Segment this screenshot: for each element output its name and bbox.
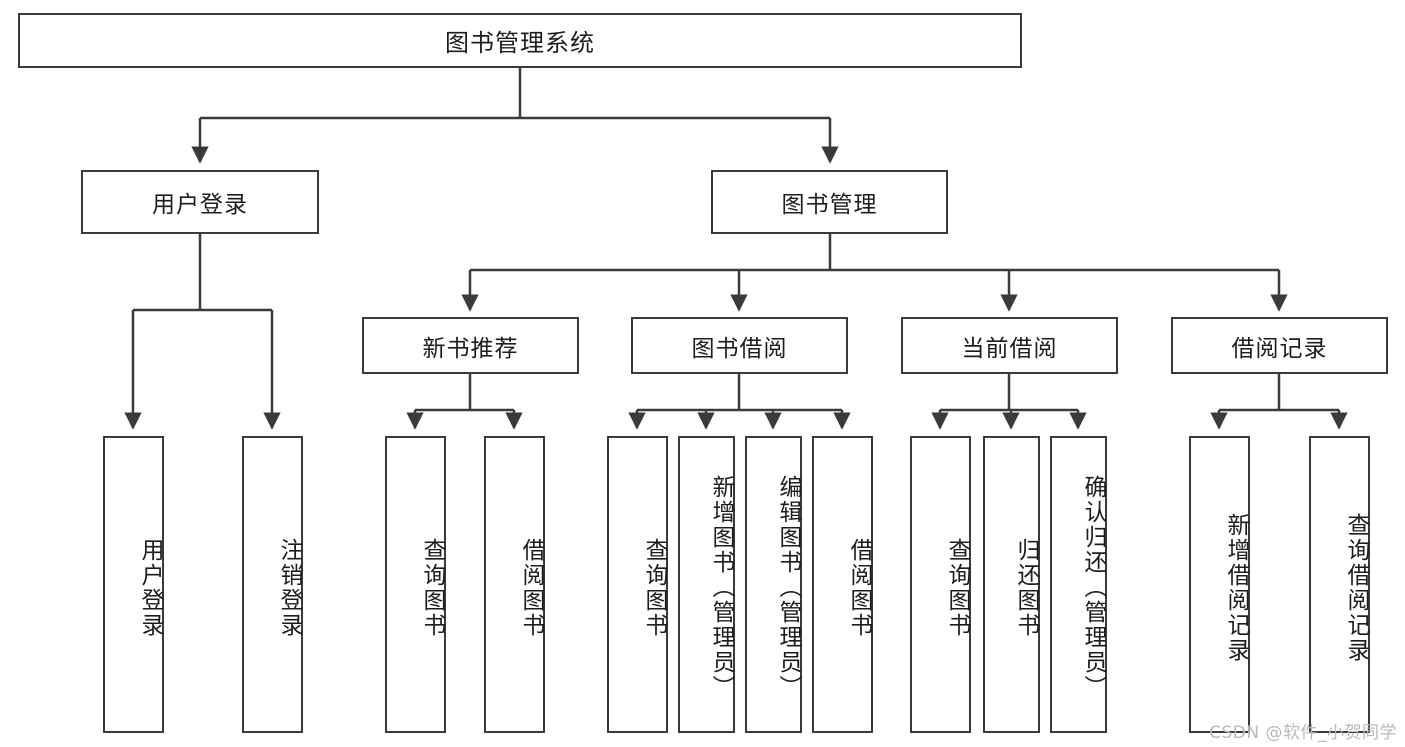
- watermark-text: CSDN @软件_小贺同学: [1209, 723, 1397, 743]
- leaf-add-borrow-record-label: 新增借阅记录: [1223, 512, 1249, 663]
- node-borrow-record-label: 借阅记录: [1231, 335, 1328, 362]
- leaf-edit-book-admin-label: 编辑图书（管理员）: [775, 475, 801, 700]
- leaf-user-login-label: 用户登录: [137, 537, 163, 638]
- leaf-add-book-admin-label: 新增图书（管理员）: [708, 475, 734, 700]
- node-current-borrow[interactable]: 当前借阅: [901, 317, 1118, 374]
- node-root[interactable]: 图书管理系统: [18, 13, 1022, 68]
- leaf-query-book-current-label: 查询图书: [944, 537, 970, 638]
- leaf-query-book-current[interactable]: 查询图书: [910, 436, 971, 733]
- leaf-query-borrow-record-label: 查询借阅记录: [1343, 512, 1369, 663]
- node-book-borrow[interactable]: 图书借阅: [631, 317, 848, 374]
- node-borrow-record[interactable]: 借阅记录: [1171, 317, 1388, 374]
- leaf-borrow-book-rec-label: 借阅图书: [518, 537, 544, 638]
- leaf-borrow-book-label: 借阅图书: [846, 537, 872, 638]
- leaf-return-book[interactable]: 归还图书: [983, 436, 1040, 733]
- leaf-confirm-return-admin-label: 确认归还（管理员）: [1080, 475, 1106, 700]
- leaf-query-book-borrow-label: 查询图书: [641, 537, 667, 638]
- leaf-user-login[interactable]: 用户登录: [103, 436, 164, 733]
- leaf-edit-book-admin[interactable]: 编辑图书（管理员）: [745, 436, 802, 733]
- leaf-borrow-book-rec[interactable]: 借阅图书: [484, 436, 545, 733]
- leaf-add-borrow-record[interactable]: 新增借阅记录: [1189, 436, 1250, 733]
- leaf-query-book-rec-label: 查询图书: [419, 537, 445, 638]
- leaf-return-book-label: 归还图书: [1013, 537, 1039, 638]
- leaf-add-book-admin[interactable]: 新增图书（管理员）: [678, 436, 735, 733]
- node-user-login[interactable]: 用户登录: [81, 170, 319, 234]
- node-user-login-label: 用户登录: [152, 192, 248, 218]
- node-root-label: 图书管理系统: [445, 29, 595, 57]
- node-new-book-recommend[interactable]: 新书推荐: [362, 317, 579, 374]
- leaf-logout-label: 注销登录: [276, 537, 302, 638]
- node-book-borrow-label: 图书借阅: [691, 335, 788, 362]
- leaf-query-borrow-record[interactable]: 查询借阅记录: [1309, 436, 1370, 733]
- leaf-confirm-return-admin[interactable]: 确认归还（管理员）: [1050, 436, 1107, 733]
- leaf-borrow-book[interactable]: 借阅图书: [812, 436, 873, 733]
- node-new-book-recommend-label: 新书推荐: [422, 335, 519, 362]
- node-book-management[interactable]: 图书管理: [711, 170, 948, 234]
- node-current-borrow-label: 当前借阅: [961, 335, 1058, 362]
- leaf-query-book-rec[interactable]: 查询图书: [385, 436, 446, 733]
- leaf-query-book-borrow[interactable]: 查询图书: [607, 436, 668, 733]
- node-book-management-label: 图书管理: [781, 192, 878, 218]
- leaf-logout[interactable]: 注销登录: [242, 436, 303, 733]
